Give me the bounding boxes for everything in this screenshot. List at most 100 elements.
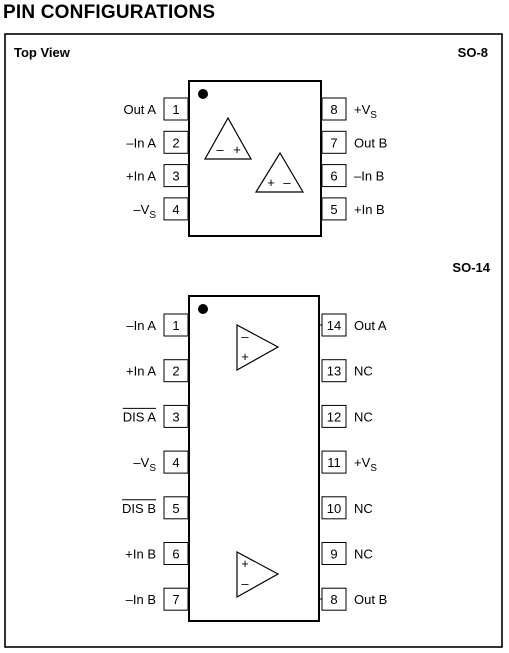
so8-amp-a-plus-sign: +	[233, 142, 241, 157]
pin-label: NC	[354, 547, 373, 562]
pin-label: +In B	[125, 547, 156, 562]
so14-left-pin-4: 4 –VS	[133, 450, 189, 474]
pin-label: –VS	[133, 202, 156, 221]
so14-left-pin-3: 3 DIS A	[122, 404, 189, 428]
so14-right-pin-14: 14 Out A	[321, 313, 387, 337]
so8-right-pin-5: 5 +In B	[321, 197, 385, 221]
pin-box	[163, 496, 189, 520]
so8-amp-a-minus-sign: –	[216, 142, 224, 157]
pin-label: Out B	[354, 135, 387, 150]
so8-amp-a	[203, 116, 253, 160]
so8-left-pins: 1 Out A 2 –In A 3 +In A 4 –VS	[123, 97, 189, 221]
so14-left-pin-7: 7 –In B	[126, 587, 189, 611]
so14-package-label: SO-14	[452, 260, 490, 275]
pin-number: 3	[172, 409, 179, 424]
pin-number: 10	[327, 501, 341, 516]
pin-number: 7	[172, 592, 179, 607]
pin-number: 7	[330, 135, 337, 150]
pin-label: Out A	[354, 318, 387, 333]
so8-right-pin-8: 8 +VS	[321, 97, 377, 121]
pin-box	[321, 542, 347, 565]
so8-amp-b-plus-sign: +	[267, 175, 275, 190]
pin-label: DIS A	[123, 409, 157, 424]
so8-package-label: SO-8	[458, 45, 488, 60]
so8-left-pin-4: 4 –VS	[133, 197, 189, 221]
pin-box	[163, 359, 189, 383]
pin-box	[163, 313, 189, 337]
pin-number: 13	[327, 364, 341, 379]
pin-box	[163, 197, 189, 221]
so8-left-pin-3: 3 +In A	[126, 164, 189, 188]
pin-number: 3	[172, 169, 179, 184]
so14-left-pin-6: 6 +In B	[125, 542, 189, 565]
pin-label: +VS	[354, 102, 377, 121]
pin-box	[163, 164, 189, 188]
pin-box	[321, 496, 347, 520]
so14-amp-a-minus-sign: –	[241, 329, 249, 344]
pin-label: –In A	[126, 135, 156, 150]
pin-label: –In A	[126, 318, 156, 333]
so14-amp-b-plus-sign: +	[241, 556, 249, 571]
pin-label: NC	[354, 409, 373, 424]
so8-right-pin-6: 6 –In B	[321, 164, 384, 188]
pin-label: –In B	[126, 592, 156, 607]
so14-right-pin-11: 11 +VS	[321, 450, 377, 474]
pin-label: –VS	[133, 455, 156, 474]
so14-amp-a	[236, 323, 280, 372]
pin-box	[321, 359, 347, 383]
so8-pin1-dot	[198, 89, 208, 99]
so8-amp-b-minus-sign: –	[283, 175, 291, 190]
pin-box	[321, 587, 347, 611]
page-title: PIN CONFIGURATIONS	[3, 2, 216, 23]
pin-label: +In A	[126, 169, 156, 184]
so8-right-pin-7: 7 Out B	[321, 130, 387, 154]
pin-box	[321, 130, 347, 154]
pin-label: Out B	[354, 592, 387, 607]
pin-number: 5	[330, 202, 337, 217]
pin-number: 2	[172, 364, 179, 379]
so8-package: – + + – 1 Out A 2 –In A 3 +In A 4 –VS 8 +VS 7 Out …	[123, 80, 387, 237]
pin-number: 5	[172, 501, 179, 516]
pin-label: NC	[354, 501, 373, 516]
top-view-label: Top View	[14, 45, 71, 60]
so14-pin1-dot	[198, 304, 208, 314]
pin-number: 6	[172, 547, 179, 562]
pin-number: 2	[172, 135, 179, 150]
pin-label: –In B	[354, 169, 384, 184]
pin-label: +In A	[126, 364, 156, 379]
pin-box	[321, 404, 347, 428]
pin-number: 4	[172, 455, 179, 470]
pin-number: 14	[327, 318, 341, 333]
pin-label: +In B	[354, 202, 385, 217]
so8-left-pin-2: 2 –In A	[126, 130, 189, 154]
pin-label: Out A	[123, 102, 156, 117]
pin-number: 6	[330, 169, 337, 184]
pin-number: 1	[172, 102, 179, 117]
pin-label: +VS	[354, 455, 377, 474]
pin-number: 8	[330, 102, 337, 117]
pin-label: DIS B	[122, 501, 156, 516]
so14-left-pin-5: 5 DIS B	[122, 496, 189, 520]
so8-right-pins: 8 +VS 7 Out B 6 –In B 5 +In B	[321, 97, 387, 221]
so14-amp-b	[236, 550, 280, 599]
so14-left-pin-1: 1–In A	[126, 313, 189, 337]
pin-box	[163, 97, 189, 121]
pin-number: 4	[172, 202, 179, 217]
pin-box	[163, 404, 189, 428]
so14-left-pin-2: 2 +In A	[126, 359, 189, 383]
pin-number: 8	[330, 592, 337, 607]
pin-box	[163, 450, 189, 474]
so14-right-pin-8: 8 Out B	[321, 587, 387, 611]
pin-number: 11	[327, 455, 341, 470]
pin-box	[321, 313, 347, 337]
so14-amp-a-plus-sign: +	[241, 349, 249, 364]
so14-right-pin-10: 10 NC	[321, 496, 373, 520]
so8-left-pin-1: 1 Out A	[123, 97, 189, 121]
pin-box	[321, 197, 347, 221]
